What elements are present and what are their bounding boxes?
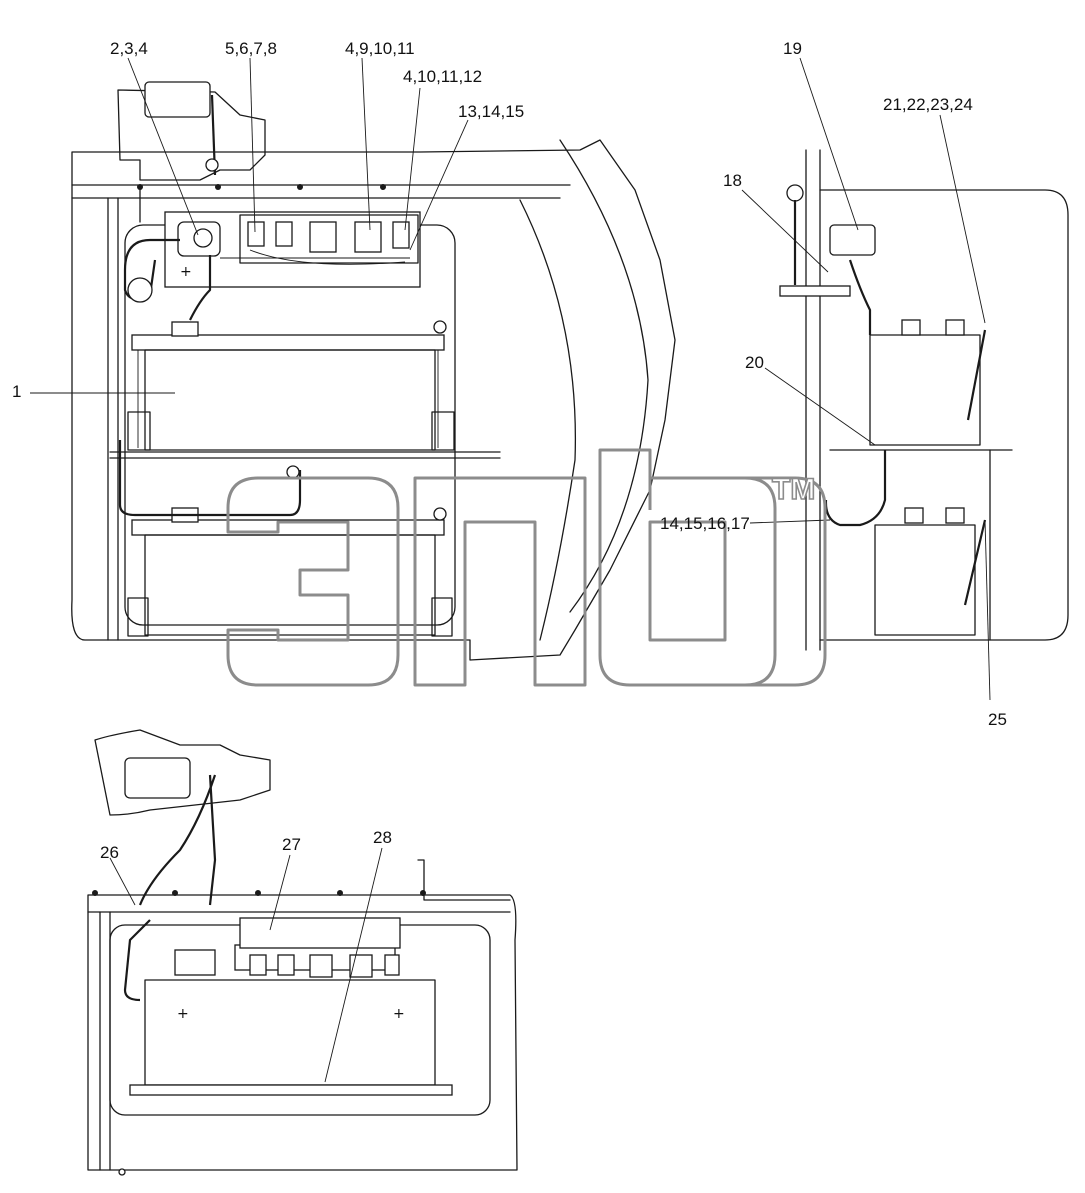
- switch-knob: [193, 228, 213, 248]
- lower-battery: [144, 534, 436, 636]
- bottom-switch-housing: [94, 729, 271, 816]
- cab-body-outline: [71, 139, 676, 661]
- bottom-pipe: [417, 859, 511, 901]
- bottom-switch: [174, 949, 216, 976]
- side-upper-battery: [869, 334, 981, 446]
- cable-lug: [286, 465, 300, 479]
- wing-nut: [433, 320, 447, 334]
- battery-cable: [189, 255, 212, 321]
- bottom-frame-outline: [87, 894, 518, 1171]
- side-hold-rod-upper: [966, 329, 987, 421]
- callout-27: 27: [282, 835, 301, 854]
- fuse-2: [275, 221, 293, 247]
- bottom-switch-motor: [124, 757, 191, 799]
- callout-4-9-10-11: 4,9,10,11: [345, 39, 415, 58]
- relay-1: [309, 221, 337, 253]
- upper-battery-clamp: [131, 334, 445, 351]
- side-knob: [786, 184, 804, 202]
- watermark-letter-2: [413, 476, 587, 687]
- callout-20: 20: [745, 353, 764, 372]
- bolt-row: [137, 184, 386, 190]
- trademark-symbol: TM: [772, 473, 815, 506]
- watermark-logo: TM: [226, 448, 827, 687]
- callout-5-6-7-8: 5,6,7,8: [225, 39, 277, 58]
- cable-loop: [127, 277, 153, 303]
- wheel-arch-curve: [559, 139, 649, 613]
- side-lower-battery: [874, 524, 976, 636]
- upper-bracket-right: [431, 411, 455, 451]
- lower-bracket-left: [127, 597, 149, 637]
- side-upper-terminal-2: [945, 319, 965, 336]
- interconnect-cable: [118, 440, 302, 517]
- side-switch: [829, 224, 876, 256]
- wing-nut-lower: [433, 507, 447, 521]
- leader-lines: [30, 57, 991, 1083]
- mass-switch-motor: [144, 81, 211, 118]
- watermark-letter-1: [226, 476, 400, 687]
- callout-4-10-11-12: 4,10,11,12: [403, 67, 482, 86]
- side-enclosure: [819, 189, 1069, 641]
- callout-19: 19: [783, 39, 802, 58]
- side-upper-terminal-1: [901, 319, 921, 336]
- callout-18: 18: [723, 171, 742, 190]
- callout-28: 28: [373, 828, 392, 847]
- bottom-cable-1: [138, 774, 217, 906]
- plus-sign: +: [180, 264, 192, 280]
- callout-14-15-16-17: 14,15,16,17: [660, 514, 750, 533]
- mass-switch-body: [117, 89, 266, 181]
- side-cable: [824, 259, 887, 527]
- upper-battery-terminal: [171, 321, 199, 337]
- mass-switch-bolt: [205, 158, 219, 172]
- side-bracket: [779, 285, 851, 297]
- relay-block: [239, 214, 419, 264]
- relay-2: [354, 221, 382, 253]
- callout-labels: 2,3,4 5,6,7,8 4,9,10,11 4,10,11,12 13,14…: [12, 39, 1007, 862]
- bottom-battery-clamp: [129, 1084, 453, 1096]
- fuse-1: [247, 221, 265, 247]
- bottom-marker: [118, 1168, 126, 1176]
- front-view: +: [71, 81, 676, 661]
- side-hold-rod-lower: [963, 519, 987, 606]
- side-view: [779, 149, 1069, 651]
- bottom-battery: [144, 979, 436, 1086]
- plus-sign-bottom-left: +: [177, 1006, 189, 1022]
- callout-25: 25: [988, 710, 1007, 729]
- upper-bracket-left: [127, 411, 151, 451]
- callout-21-22-23-24: 21,22,23,24: [883, 95, 973, 114]
- bottom-loop-cable: [123, 919, 151, 1002]
- relay-3: [392, 221, 410, 249]
- watermark-letter-4: [648, 476, 827, 687]
- side-lower-terminal-1: [904, 507, 924, 524]
- callout-13-14-15: 13,14,15: [458, 102, 524, 121]
- side-lower-terminal-2: [945, 507, 965, 524]
- bottom-cable-2: [208, 774, 217, 906]
- bottom-cover: [239, 917, 401, 949]
- wheel-arch-inner: [519, 199, 577, 641]
- panel-wiring: [220, 249, 410, 265]
- watermark-letter-3: [598, 448, 777, 687]
- top-view: + +: [87, 729, 518, 1176]
- upper-battery: [144, 349, 436, 451]
- plus-sign-bottom-right: +: [393, 1006, 405, 1022]
- callout-1: 1: [12, 382, 21, 401]
- lower-bracket-right: [431, 597, 453, 637]
- callout-26: 26: [100, 843, 119, 862]
- bottom-relays: [249, 954, 400, 978]
- callout-2-3-4: 2,3,4: [110, 39, 148, 58]
